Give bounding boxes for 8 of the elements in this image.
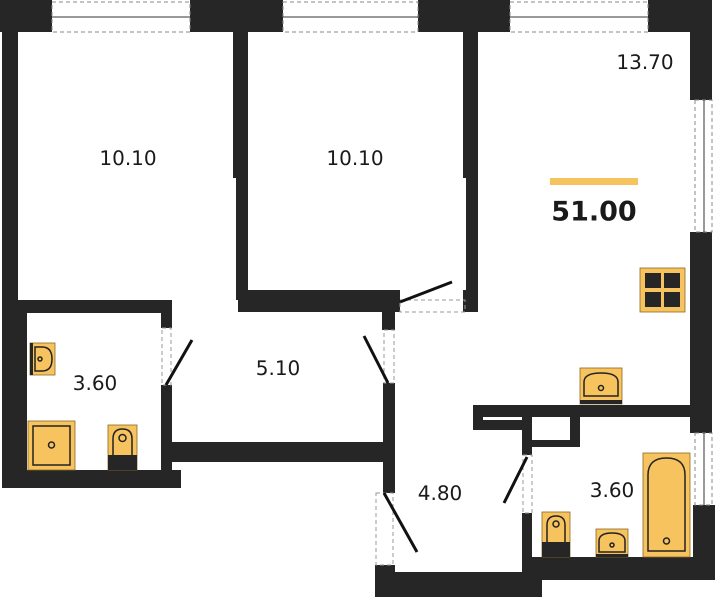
total-area-value: 51.00 (551, 198, 637, 226)
room-area-label: 10.10 (326, 148, 384, 168)
room-area-label: 10.10 (99, 148, 157, 168)
room-area-label: 3.60 (72, 373, 118, 393)
room-area-label: 3.60 (590, 480, 634, 500)
room-area-label: 4.80 (418, 483, 462, 503)
room-area-label: 13.70 (616, 52, 674, 72)
room-area-label: 5.10 (256, 358, 300, 378)
